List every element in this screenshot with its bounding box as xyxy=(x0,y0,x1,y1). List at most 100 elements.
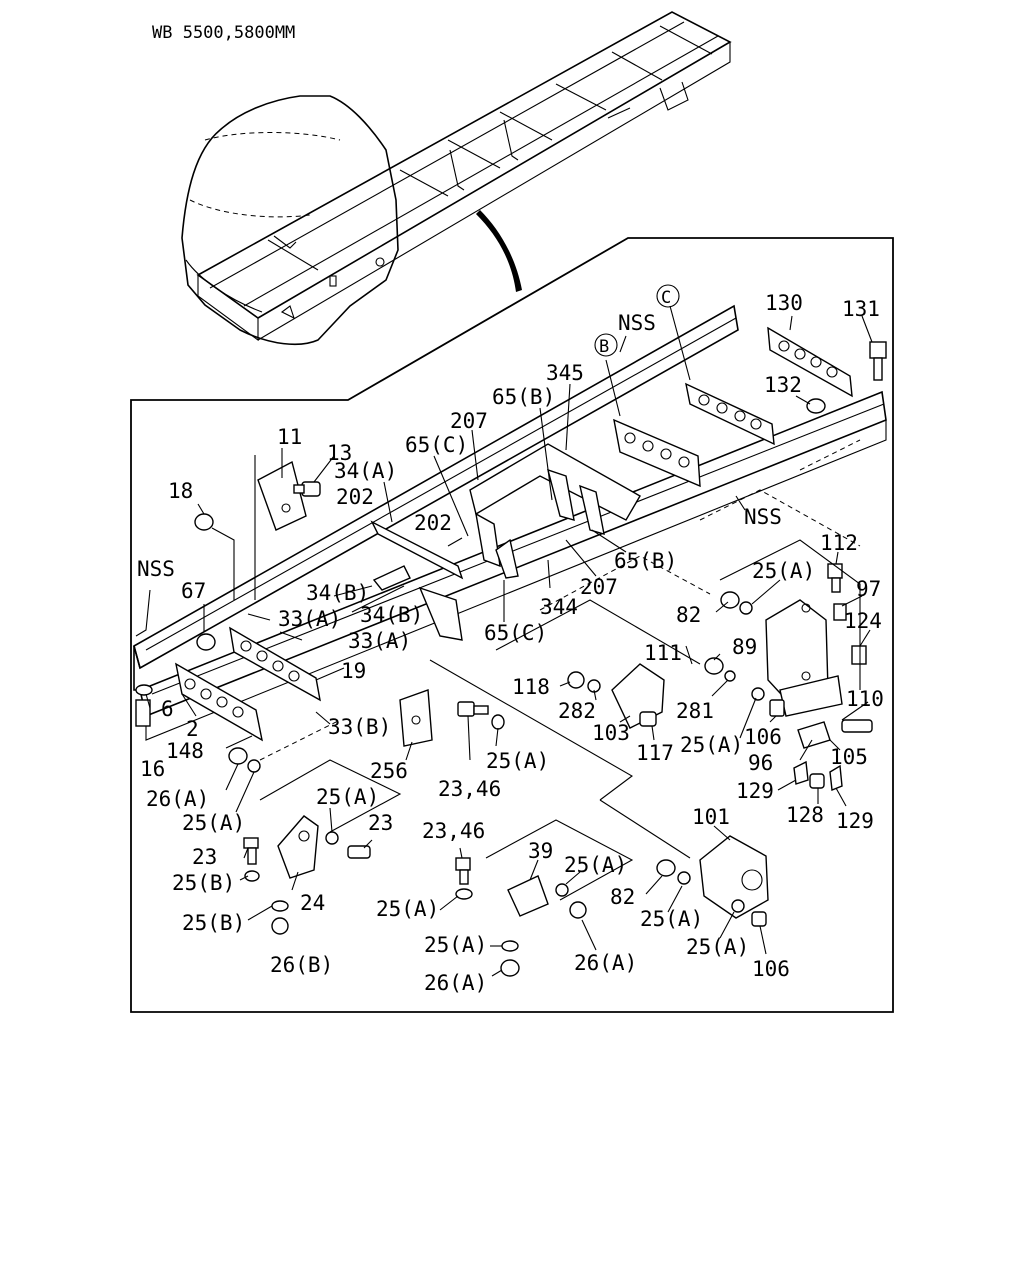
leader-lines xyxy=(145,305,873,977)
callout-label: 25(A) xyxy=(640,907,703,931)
callout-label: 16 xyxy=(140,757,165,781)
callout-label: 23 xyxy=(192,845,217,869)
callout-label: 25(A) xyxy=(486,749,549,773)
callout-label: 26(B) xyxy=(270,953,333,977)
crossmember-c xyxy=(685,382,775,446)
shackle-39 xyxy=(455,819,634,977)
callout-label: 105 xyxy=(830,745,868,769)
callout-label: NSS xyxy=(744,505,782,529)
callout-label: 97 xyxy=(856,577,881,601)
detail-frame-border xyxy=(130,237,894,1013)
callout-label: 33(B) xyxy=(328,715,391,739)
callout-label: 6 xyxy=(161,697,174,721)
callout-label: 25(A) xyxy=(686,935,749,959)
callout-label: NSS xyxy=(618,311,656,335)
svg-text:B: B xyxy=(599,337,609,357)
callout-label: 345 xyxy=(546,361,584,385)
callout-label: 25(A) xyxy=(182,811,245,835)
callout-label: 207 xyxy=(580,575,618,599)
callout-label: 19 xyxy=(341,659,366,683)
callout-label: 148 xyxy=(166,739,204,763)
callout-label: 33(A) xyxy=(278,607,341,631)
callout-label: 118 xyxy=(512,675,550,699)
circled-marker-c: C xyxy=(656,284,680,308)
callout-label: 25(B) xyxy=(172,871,235,895)
overview-truck-illustration xyxy=(181,11,732,346)
callout-label: 25(A) xyxy=(680,733,743,757)
nut-26a-left xyxy=(228,747,261,773)
callout-label: 39 xyxy=(528,839,553,863)
callout-label: 65(B) xyxy=(492,385,555,409)
callout-label: 96 xyxy=(748,751,773,775)
rear-crossmember-130 xyxy=(767,326,853,398)
callout-label: 34(A) xyxy=(334,459,397,483)
gusset-plates xyxy=(370,520,464,641)
callout-label: 129 xyxy=(736,779,774,803)
callout-label: 65(C) xyxy=(484,621,547,645)
part-callouts: 11 13 18 34(A) 202 202 65(C) 207 65(B) 3… xyxy=(137,291,884,995)
callout-label: 25(A) xyxy=(376,897,439,921)
circled-marker-b: B xyxy=(594,333,618,357)
spring-bracket-rear xyxy=(704,539,873,791)
bolt-23-46 xyxy=(457,701,505,730)
callout-label: 128 xyxy=(786,803,824,827)
callout-label: 82 xyxy=(610,885,635,909)
spring-hanger-24 xyxy=(243,759,402,935)
frame-rails-detail xyxy=(133,304,887,761)
callout-label: 2 xyxy=(186,717,199,741)
callout-label: 25(B) xyxy=(182,911,245,935)
callout-label: 65(C) xyxy=(405,433,468,457)
callout-label: 65(B) xyxy=(614,549,677,573)
callout-label: 24 xyxy=(300,891,325,915)
callout-label: 282 xyxy=(558,699,596,723)
center-crossmember-345 xyxy=(469,443,641,579)
callout-label: 111 xyxy=(644,641,682,665)
callout-label: 82 xyxy=(676,603,701,627)
callout-label: 344 xyxy=(540,595,578,619)
callout-label: 130 xyxy=(765,291,803,315)
callout-label: 281 xyxy=(676,699,714,723)
callout-label: 18 xyxy=(168,479,193,503)
callout-label: 131 xyxy=(842,297,880,321)
crossmember-b xyxy=(613,418,701,488)
callout-label: 26(A) xyxy=(146,787,209,811)
layout-guide-lines xyxy=(429,439,861,801)
callout-label: 34(B) xyxy=(360,603,423,627)
nut-67 xyxy=(196,633,216,651)
callout-label: 67 xyxy=(181,579,206,603)
callout-label: 110 xyxy=(846,687,884,711)
rear-hanger-101 xyxy=(599,799,769,927)
callout-label: 112 xyxy=(820,531,858,555)
svg-text:C: C xyxy=(661,288,671,308)
bolt-13 xyxy=(293,481,321,497)
diagram-title: WB 5500,5800MM xyxy=(152,23,295,43)
bolt-16 xyxy=(135,684,153,727)
callout-label: 124 xyxy=(844,609,882,633)
callout-label: 129 xyxy=(836,809,874,833)
bracket-256 xyxy=(399,689,433,747)
callout-label: 33(A) xyxy=(348,629,411,653)
crossmember-second xyxy=(229,626,321,702)
callout-label: 202 xyxy=(336,485,374,509)
callout-label: 23,46 xyxy=(438,777,501,801)
callout-label: 25(A) xyxy=(316,785,379,809)
crossmember-front xyxy=(175,662,263,742)
callout-label: 25(A) xyxy=(424,933,487,957)
callout-label: 256 xyxy=(370,759,408,783)
callout-label: 207 xyxy=(450,409,488,433)
callout-label: 13 xyxy=(327,441,352,465)
callout-label: 34(B) xyxy=(306,581,369,605)
callout-label: 26(A) xyxy=(574,951,637,975)
rear-bolt-131 xyxy=(869,341,887,381)
callout-label: 202 xyxy=(414,511,452,535)
callout-label: 101 xyxy=(692,805,730,829)
nut-18 xyxy=(194,513,235,600)
callout-label: 26(A) xyxy=(424,971,487,995)
callout-label: 25(A) xyxy=(752,559,815,583)
callout-label: 25(A) xyxy=(564,853,627,877)
zoom-arrow xyxy=(476,210,522,292)
callout-label: 106 xyxy=(752,957,790,981)
callout-label: 106 xyxy=(744,725,782,749)
callout-label: 103 xyxy=(592,721,630,745)
